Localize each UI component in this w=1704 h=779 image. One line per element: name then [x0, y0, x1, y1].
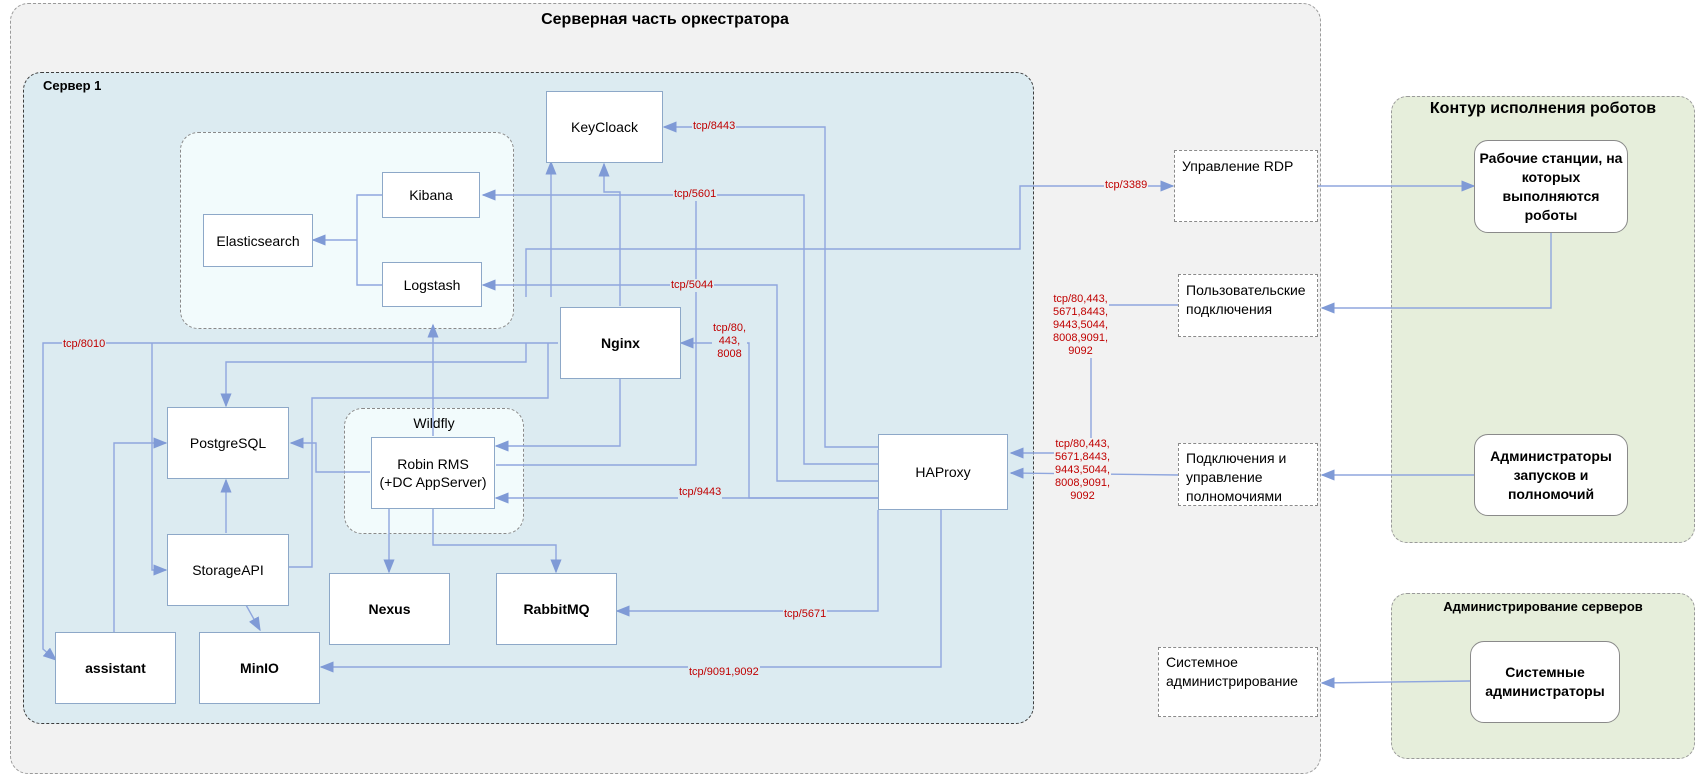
port-label-3389: tcp/3389	[1104, 179, 1149, 192]
port-label-5671: tcp/5671	[783, 608, 828, 621]
port-label-user-connections: tcp/80,443, 5671,8443, 9443,5044, 8008,9…	[1052, 293, 1110, 358]
workstations-box: Рабочие станции, на которых выполняются …	[1474, 140, 1628, 233]
server-admin-title: Администрирование серверов	[1443, 599, 1643, 614]
port-label-admin-connections: tcp/80,443, 5671,8443, 9443,5044, 8008,9…	[1054, 438, 1112, 503]
robin-rms-line1: Robin RMS	[397, 456, 469, 472]
wildfly-title: Wildfly	[413, 415, 455, 431]
minio-box: MinIO	[199, 632, 320, 704]
robin-rms-line2: (+DC AppServer)	[379, 474, 487, 490]
kibana-box: Kibana	[382, 172, 480, 218]
logstash-box: Logstash	[382, 262, 482, 307]
server1-title: Сервер 1	[43, 78, 102, 93]
nexus-box: Nexus	[329, 573, 450, 645]
port-label-8443: tcp/8443	[692, 120, 737, 133]
launch-admins-box: Администраторы запусков и полномочий	[1474, 434, 1628, 516]
robots-contour-title: Контур исполнения роботов	[1429, 100, 1657, 117]
nginx-box: Nginx	[560, 307, 681, 379]
port-label-9091: tcp/9091,9092	[688, 666, 760, 679]
port-label-9443: tcp/9443	[678, 486, 723, 499]
assistant-box: assistant	[55, 632, 176, 704]
sys-admin-access-box: Системное администрирование	[1158, 647, 1318, 717]
port-label-8010: tcp/8010	[62, 338, 107, 351]
port-label-80-443-8008: tcp/80, 443, 8008	[712, 322, 748, 361]
elasticsearch-box: Elasticsearch	[203, 214, 313, 267]
rabbitmq-box: RabbitMQ	[496, 573, 617, 645]
keycloack-box: KeyCloack	[546, 91, 663, 163]
storageapi-box: StorageAPI	[167, 534, 289, 606]
rdp-access-box: Управление RDP	[1174, 150, 1318, 222]
haproxy-box: HAProxy	[878, 434, 1008, 510]
port-label-5601: tcp/5601	[673, 188, 718, 201]
admin-connections-box: Подключения и управление полномочиями	[1178, 443, 1318, 506]
sys-admins-box: Системные администраторы	[1470, 641, 1620, 723]
server-side-title: Серверная часть оркестратора	[541, 11, 789, 28]
postgresql-box: PostgreSQL	[167, 407, 289, 479]
robin-rms-box: Robin RMS (+DC AppServer)	[371, 437, 495, 509]
user-connections-box: Пользовательские подключения	[1178, 274, 1318, 337]
port-label-5044: tcp/5044	[670, 279, 715, 292]
